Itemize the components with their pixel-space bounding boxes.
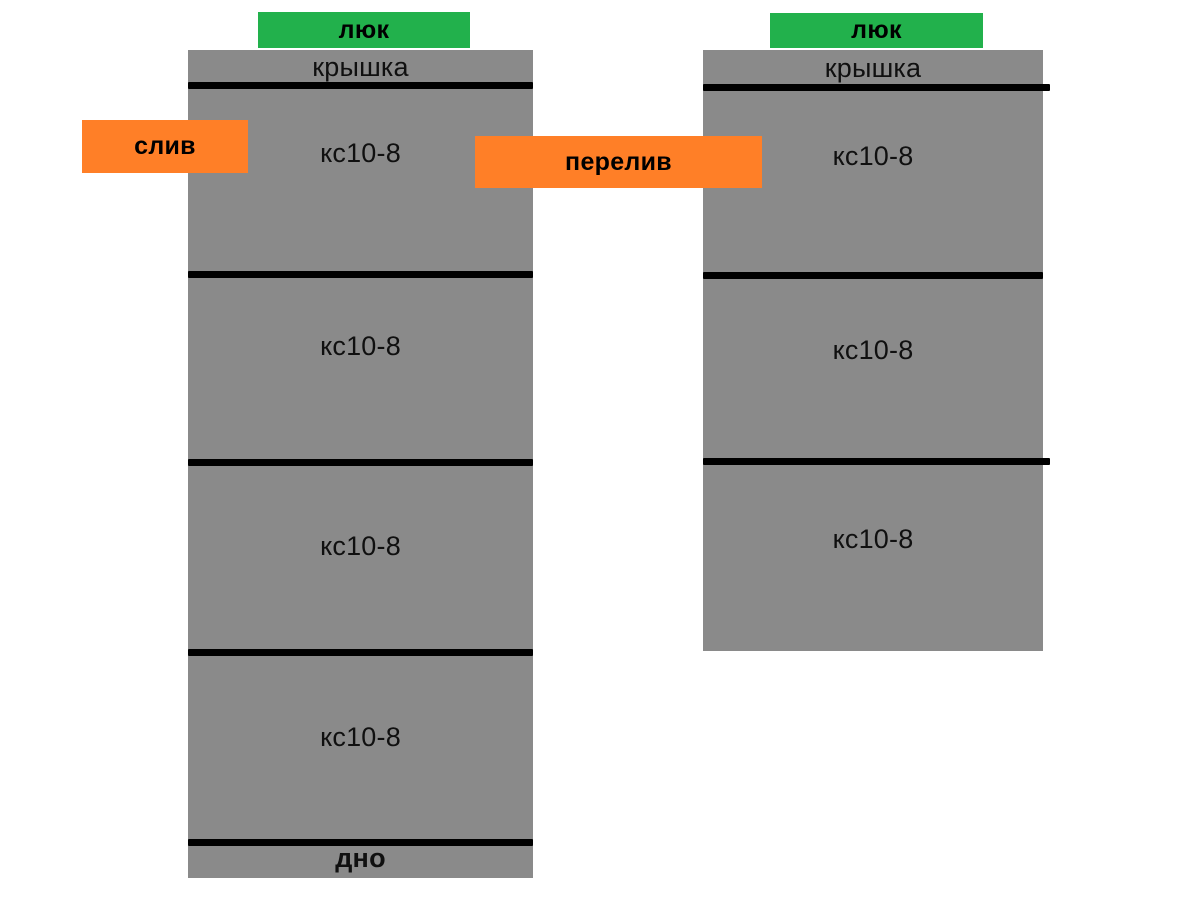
well-right-divider-1 xyxy=(703,272,1043,279)
well-left-divider-cover xyxy=(188,82,533,89)
well-right-divider-cover xyxy=(703,84,1050,91)
well-right-divider-2 xyxy=(703,458,1050,465)
drain-pipe-label: слив xyxy=(134,132,196,160)
well-left-divider-1 xyxy=(188,271,533,278)
well-left-bottom-label: дно xyxy=(335,843,386,873)
well-right-ring-2-label: кс10-8 xyxy=(832,335,914,365)
well-left-ring-1-label: кс10-8 xyxy=(320,138,401,168)
well-right-ring-1-label: кс10-8 xyxy=(832,141,914,171)
well-left-divider-2 xyxy=(188,459,533,466)
well-right-ring-3-label: кс10-8 xyxy=(832,524,914,554)
well-left-hatch-tag: люк xyxy=(258,12,470,48)
well-left-hatch-label: люк xyxy=(338,15,390,44)
well-left-cover-label: крышка xyxy=(312,52,409,82)
well-right-hatch-label: люк xyxy=(851,16,902,44)
overflow-pipe-label: перелив xyxy=(565,147,672,176)
well-left-divider-bottom xyxy=(188,839,533,846)
well-left-ring-4-label: кс10-8 xyxy=(320,722,401,752)
overflow-pipe-tag: перелив xyxy=(475,136,762,188)
drain-pipe-tag: слив xyxy=(82,120,248,173)
well-right-cover-label: крышка xyxy=(824,53,922,83)
well-left-ring-2-label: кс10-8 xyxy=(320,331,401,361)
well-left-divider-3 xyxy=(188,649,533,656)
well-right-hatch-tag: люк xyxy=(770,13,983,48)
well-left-ring-3-label: кс10-8 xyxy=(320,531,401,561)
